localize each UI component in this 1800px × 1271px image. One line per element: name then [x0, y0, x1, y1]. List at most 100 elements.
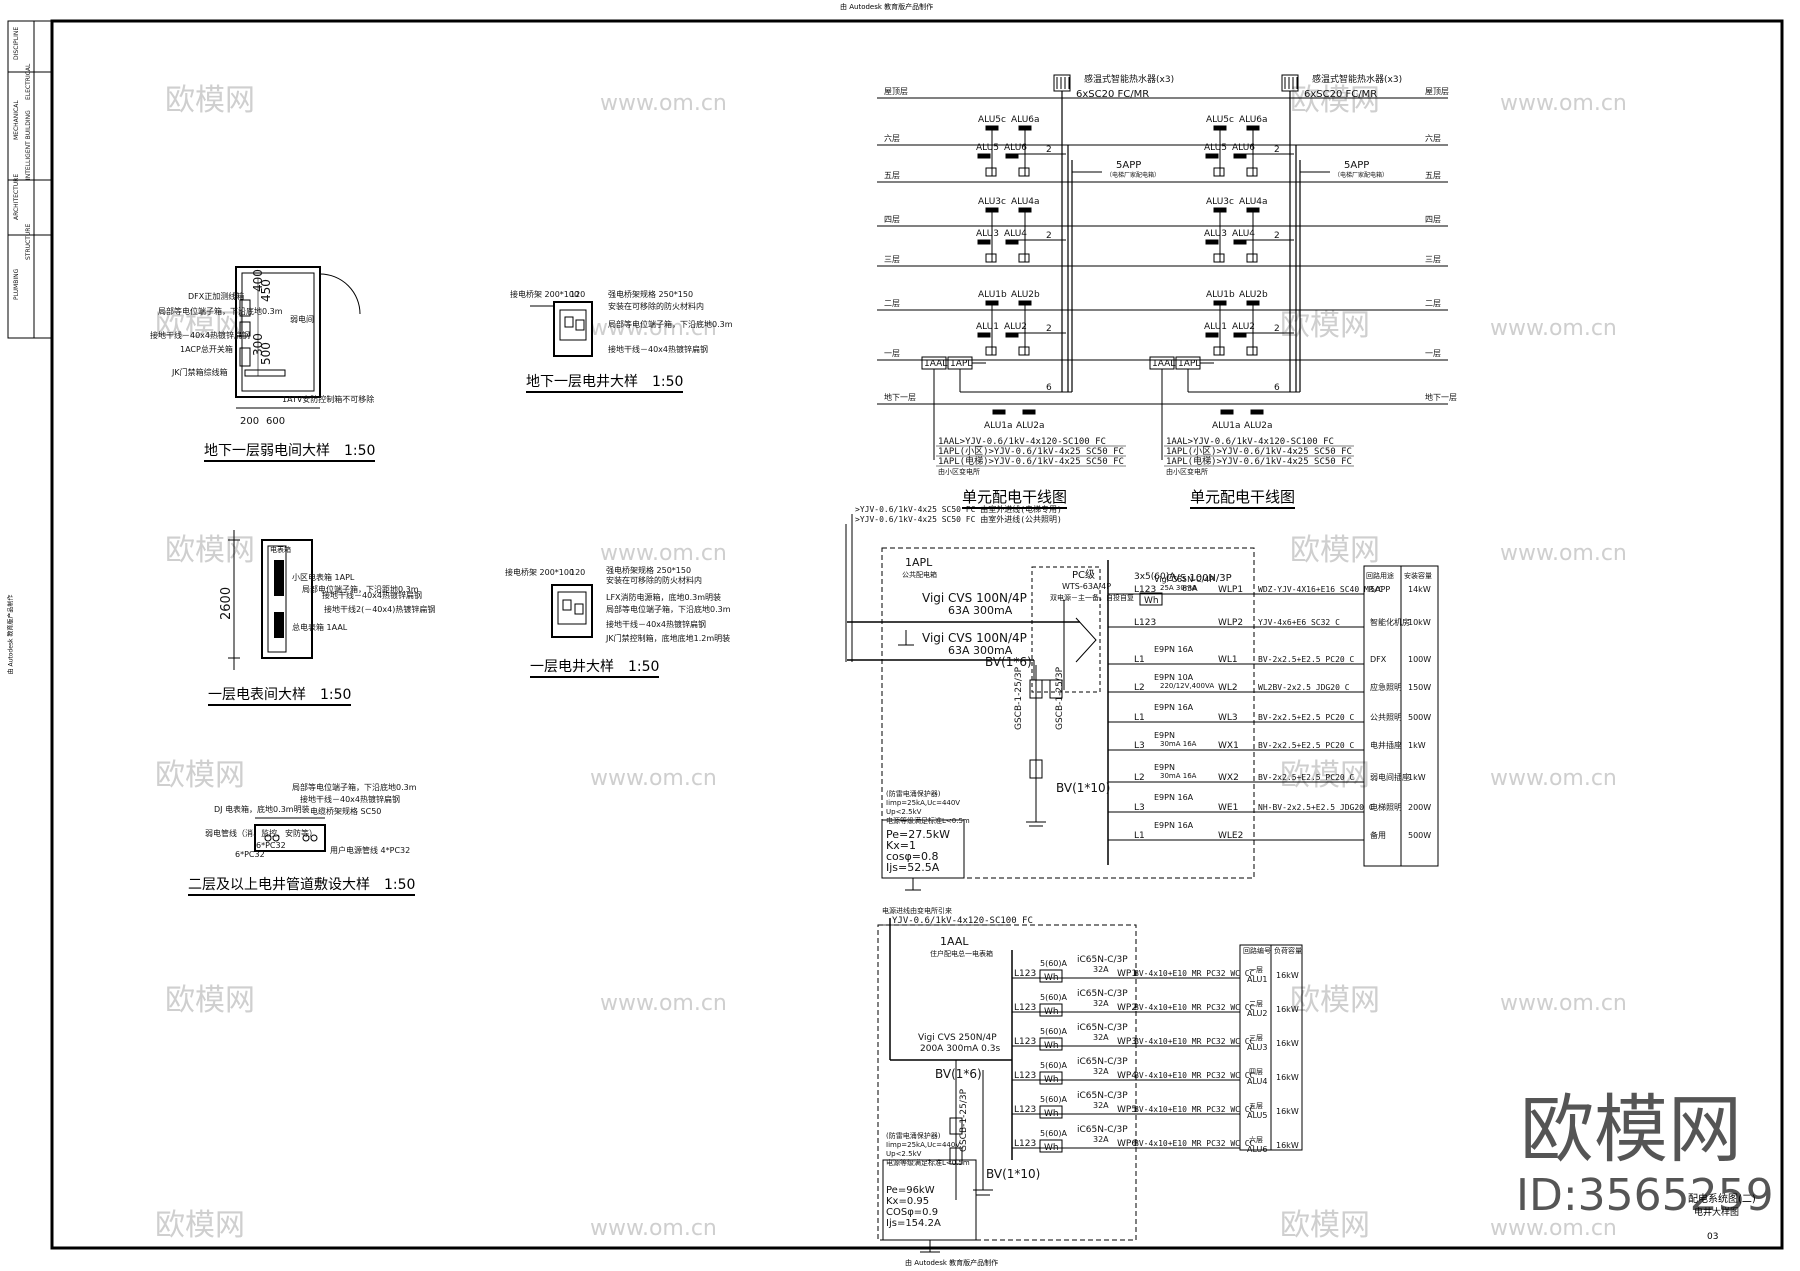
circuit-breaker: E9PN 10A — [1154, 673, 1194, 682]
circuit-floor: 六层 — [1249, 1135, 1263, 1144]
detail-label: 弱电间 — [290, 314, 314, 324]
title-strip-label: INTELLIGENT BUILDING — [25, 110, 32, 180]
detail-label: 1ACP总开关箱 — [180, 344, 233, 354]
floor-label-right: 五层 — [1425, 171, 1441, 180]
sheet-border — [50, 19, 1784, 1250]
meter-box — [1018, 300, 1032, 306]
cable-spec: 1AAL>YJV-0.6/1kV-4x120-SC100 FC — [1166, 437, 1334, 447]
circuit-power: 200W — [1408, 803, 1431, 812]
meter-box — [1005, 153, 1019, 159]
box-label: 1APL — [1178, 359, 1200, 369]
detail-title: 二层及以上电井管道敷设大样 1:50 — [188, 874, 416, 896]
ats-note: 双电源－主一备，自投自复 — [1050, 593, 1134, 602]
circuit-phase: L123 — [1134, 585, 1156, 595]
load-label: ALU1b — [1206, 290, 1235, 300]
box-label: 1APL — [950, 359, 972, 369]
watermark: www.om.cn — [600, 991, 727, 1016]
floor-label-left: 五层 — [884, 171, 900, 180]
meter-box — [1233, 239, 1247, 245]
load-box — [1246, 346, 1258, 356]
load-label: ALU1 — [976, 322, 999, 332]
cable-spec: 1APL(小区)>YJV-0.6/1kV-4x25 SC50 FC — [938, 446, 1124, 457]
circuit-breaker: iC65N-C/3P — [1077, 1091, 1128, 1101]
load-label: ALU4 — [1004, 229, 1027, 239]
watermark: www.om.cn — [600, 541, 727, 566]
fire-box-label: 5APP — [1344, 160, 1369, 171]
incoming-feeder: >YJV-0.6/1kV-4x25 SC50 FC 由室外进线(电梯专用) — [855, 504, 1062, 514]
circuit-breaker: iC65N-C/3P — [1077, 1023, 1128, 1033]
kwh-meter — [1039, 1105, 1063, 1119]
load-label: ALU3c — [978, 197, 1006, 207]
cable-note: 由小区变电所 — [1166, 467, 1208, 476]
solar-heater-icon — [1053, 74, 1071, 92]
circuit-cable: WDZ-YJV-4X16+E16 SC40 MR/C — [1258, 585, 1383, 594]
meter-box — [1250, 409, 1264, 415]
circuit-breaker: E9PN 16A — [1154, 821, 1194, 830]
detail-label: 局部等电位端子箱，下沿底地0.3m — [608, 319, 733, 329]
load-label: ALU6a — [1239, 115, 1268, 125]
meter-box — [1233, 153, 1247, 159]
load-label: ALU5 — [976, 143, 999, 153]
cable-spec: 1APL(电梯)>YJV-0.6/1kV-4x25 SC50 FC — [1166, 455, 1352, 467]
load-calc: Kx=1 — [886, 839, 916, 852]
load-label: ALU5c — [1206, 115, 1234, 125]
circuit-use: 弱电间插座 — [1370, 772, 1410, 782]
meter-box — [1022, 409, 1036, 415]
circuit-use: 电井插座 — [1370, 740, 1402, 750]
brand-watermark: 欧模网 — [1520, 1087, 1742, 1173]
meter-box — [1213, 125, 1227, 131]
circuit-breaker: E9PN 16A — [1154, 793, 1194, 802]
floor-label-left: 三层 — [884, 255, 900, 264]
roof-equipment-label: 感温式智能热水器(x3) — [1312, 73, 1402, 85]
watermark: 欧模网 — [155, 308, 245, 343]
ats-label: PC级 — [1072, 569, 1095, 581]
circuit-id: WLP1 — [1218, 585, 1243, 595]
kwh-meter-label: Wh — [1044, 1143, 1059, 1153]
circuit-use: 5APP — [1370, 585, 1390, 594]
circuit-id: WP5 — [1117, 1105, 1137, 1115]
meter-box — [1018, 125, 1032, 131]
kwh-meter — [1039, 1071, 1063, 1085]
detail-f2-shaft — [254, 817, 326, 852]
main-breaker: Vigi CVS 100N/4P — [922, 631, 1027, 645]
detail-label: 局部等电位端子箱，下沿底地0.3m — [606, 604, 731, 614]
load-label: ALU5 — [1204, 143, 1227, 153]
load-calc: COSφ=0.9 — [886, 1207, 938, 1218]
circuit-power: 16kW — [1276, 1073, 1299, 1082]
detail-label: 局部等电位端子箱，下沿底地0.3m — [158, 306, 283, 316]
dimension: 200 — [240, 416, 259, 427]
load-label: ALU2b — [1239, 290, 1268, 300]
footer-caption: 由 Autodesk 教育版产品制作 — [905, 1259, 999, 1267]
circuit-use: 备用 — [1370, 830, 1386, 840]
side-caption: 由 Autodesk 教育版产品制作 — [7, 594, 15, 675]
watermark: 欧模网 — [1290, 533, 1380, 568]
circuit-rating: 32A — [1093, 965, 1109, 974]
meter-box — [1246, 207, 1260, 213]
circuit-rating: 32A — [1093, 1101, 1109, 1110]
watermark: www.om.cn — [1490, 766, 1617, 791]
meter-rating: 5(60)A — [1040, 1129, 1068, 1138]
kwh-meter-label: Wh — [1044, 1007, 1059, 1017]
kwh-meter-label: Wh — [1144, 596, 1159, 606]
floor-label-right: 四层 — [1425, 215, 1441, 224]
load-label: ALU2b — [1011, 290, 1040, 300]
circuit-cable: BV-2x2.5+E2.5 PC20 C — [1258, 655, 1355, 664]
detail-label: 6*PC32 — [256, 841, 286, 850]
branch-count: 2 — [1274, 145, 1280, 155]
load-label: ALU1a — [984, 421, 1013, 431]
kwh-meter — [1139, 592, 1163, 606]
watermark: 欧模网 — [155, 1208, 245, 1243]
detail-label: 1ATV安防控制箱不可移除 — [282, 394, 374, 404]
meter-rating: 5(60)A — [1040, 993, 1068, 1002]
circuit-id: WP1 — [1117, 969, 1137, 979]
detail-label: 小区电表箱 1APL — [292, 572, 355, 582]
watermark: www.om.cn — [590, 1216, 717, 1241]
floor-label-right: 三层 — [1425, 255, 1441, 264]
dimension: 450 — [259, 279, 273, 302]
kwh-meter-label: Wh — [1044, 1075, 1059, 1085]
title-strip-label: ELECTRICAL — [25, 63, 32, 100]
circuit-floor: 三层 — [1249, 1034, 1263, 1042]
detail-label: 局部等电位端子箱，下沿底地0.3m — [292, 782, 417, 792]
